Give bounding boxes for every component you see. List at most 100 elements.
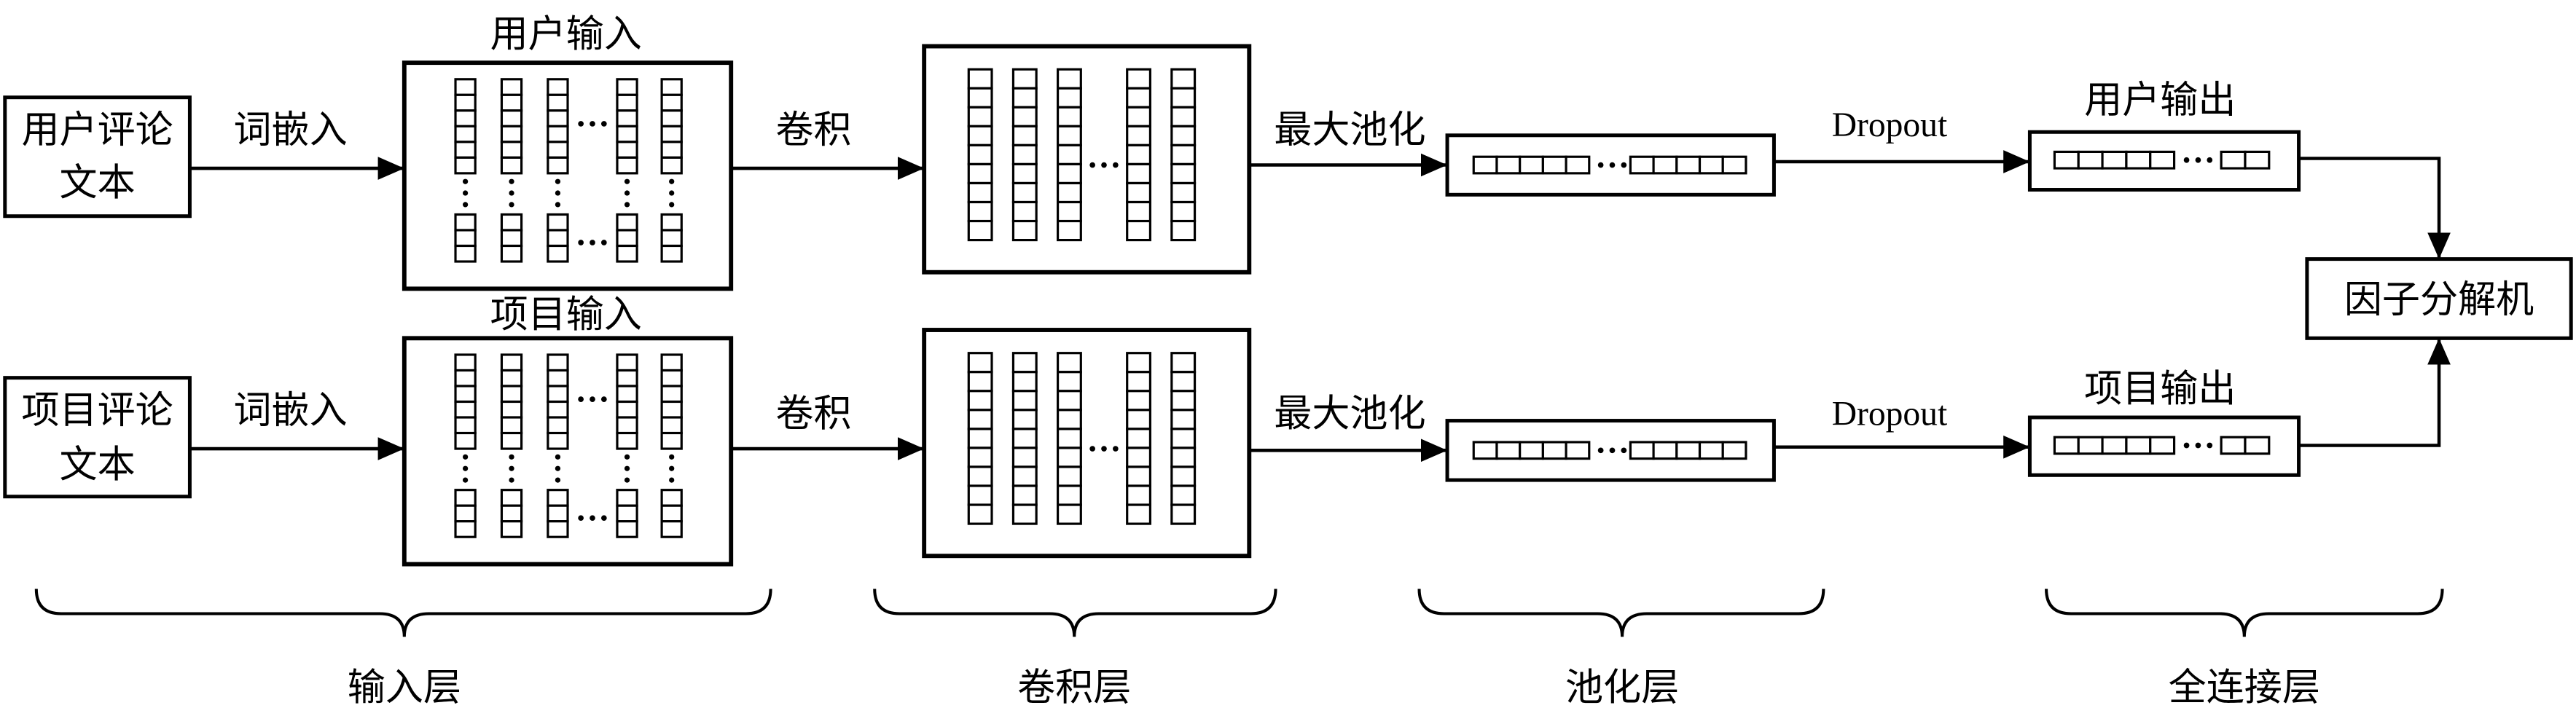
vector-cell — [547, 244, 569, 263]
vector-cell — [1057, 428, 1082, 449]
layer-braces: 输入层 卷积层 池化层 全连接层 — [34, 589, 2444, 709]
ellipsis-dot — [624, 477, 630, 483]
vector-cell — [1629, 155, 1655, 175]
vector-cell — [2101, 150, 2128, 170]
vector-cell — [454, 244, 477, 263]
vector-cell — [1170, 162, 1197, 185]
ellipsis-dot — [669, 454, 675, 460]
vector-cell — [1519, 155, 1544, 175]
vector-cell — [454, 353, 477, 372]
user-output-title: 用户输出 — [2084, 79, 2236, 122]
vector-cell — [660, 385, 683, 404]
input-layer-label: 输入层 — [348, 666, 461, 709]
vector-cell — [660, 213, 683, 232]
vector-cell — [967, 181, 993, 204]
vector-cell — [967, 68, 993, 90]
ellipsis-dot — [624, 190, 630, 196]
vector-cell — [967, 484, 993, 506]
vector-cell — [1170, 352, 1197, 374]
pool-layer-brace — [1417, 589, 1825, 637]
vector-cell — [2077, 150, 2104, 170]
vector-cell — [1011, 106, 1038, 127]
vector-cell — [454, 78, 477, 96]
ellipsis-dot — [509, 202, 514, 208]
vector-cell — [1057, 200, 1082, 223]
vector-cell — [454, 400, 477, 419]
user-to-fm-arrow — [2298, 157, 2451, 259]
vector-cell — [1126, 200, 1151, 223]
user-dropout-label: Dropout — [1832, 106, 1947, 144]
user-conv-feature-maps — [967, 68, 1197, 242]
vector-cell — [1011, 162, 1038, 185]
vector-cell — [1519, 441, 1544, 460]
ellipsis-dot — [590, 121, 595, 127]
vector-cell — [454, 385, 477, 404]
vector-cell — [1126, 390, 1151, 412]
vector-cell — [500, 431, 523, 450]
vector-cell — [967, 352, 993, 374]
vector-cell — [547, 125, 569, 143]
vector-cell — [1057, 125, 1082, 146]
vector-cell — [1495, 441, 1522, 460]
ellipsis-dot — [669, 465, 675, 471]
ellipsis-dot — [600, 515, 607, 522]
item-conv-label: 卷积 — [775, 392, 851, 436]
ellipsis-dot — [669, 178, 675, 184]
vector-cell — [454, 156, 477, 175]
item-pool-vector — [1472, 441, 1747, 460]
item-to-fm-arrow — [2298, 338, 2451, 447]
user-embed-label: 词嵌入 — [233, 109, 347, 152]
vector-cell — [616, 229, 638, 248]
ellipsis-dot — [2207, 157, 2213, 163]
ellipsis-dot — [1609, 162, 1616, 168]
ellipsis-dot — [1597, 162, 1604, 168]
vector-cell — [1652, 155, 1678, 175]
vector-cell — [1170, 446, 1197, 468]
ellipsis-dot — [578, 240, 584, 245]
vector-cell — [547, 141, 569, 159]
vector-cell — [660, 125, 683, 143]
ellipsis-dot — [578, 515, 584, 522]
vector-cell — [1126, 87, 1151, 109]
vector-cell — [500, 213, 523, 232]
vector-cell — [1472, 155, 1498, 175]
vector-cell — [660, 520, 683, 538]
vector-cell — [967, 390, 993, 412]
vector-cell — [660, 244, 683, 263]
fc-layer-brace — [2045, 589, 2444, 637]
vector-cell — [967, 409, 993, 430]
vector-cell — [454, 520, 477, 538]
vector-cell — [616, 109, 638, 127]
ellipsis-dot — [600, 240, 607, 245]
ellipsis-dot — [1101, 446, 1107, 452]
vector-cell — [1011, 125, 1038, 146]
vector-cell — [1126, 409, 1151, 430]
vector-cell — [1126, 465, 1151, 487]
vector-cell — [967, 503, 993, 525]
vector-cell — [2053, 436, 2080, 455]
user-input-matrix — [454, 78, 683, 263]
vector-cell — [616, 78, 638, 96]
vector-cell — [454, 109, 477, 127]
vector-cell — [616, 156, 638, 175]
vector-cell — [1170, 503, 1197, 525]
vector-cell — [660, 400, 683, 419]
vector-cell — [1126, 68, 1151, 90]
vector-cell — [1011, 446, 1038, 468]
vector-cell — [547, 353, 569, 372]
vector-cell — [1675, 441, 1702, 460]
ellipsis-dot — [509, 454, 514, 460]
vector-cell — [1541, 155, 1567, 175]
vector-cell — [547, 504, 569, 523]
vector-cell — [1472, 441, 1498, 460]
vector-cell — [616, 353, 638, 372]
vector-cell — [2244, 436, 2271, 455]
vector-cell — [1170, 390, 1197, 412]
ellipsis-dot — [2195, 442, 2201, 449]
vector-cell — [660, 141, 683, 159]
ellipsis-dot — [1089, 446, 1095, 452]
vector-cell — [1170, 409, 1197, 430]
item-input-matrix — [454, 353, 683, 538]
item-review-text-box — [3, 376, 192, 499]
vector-cell — [1011, 181, 1038, 204]
